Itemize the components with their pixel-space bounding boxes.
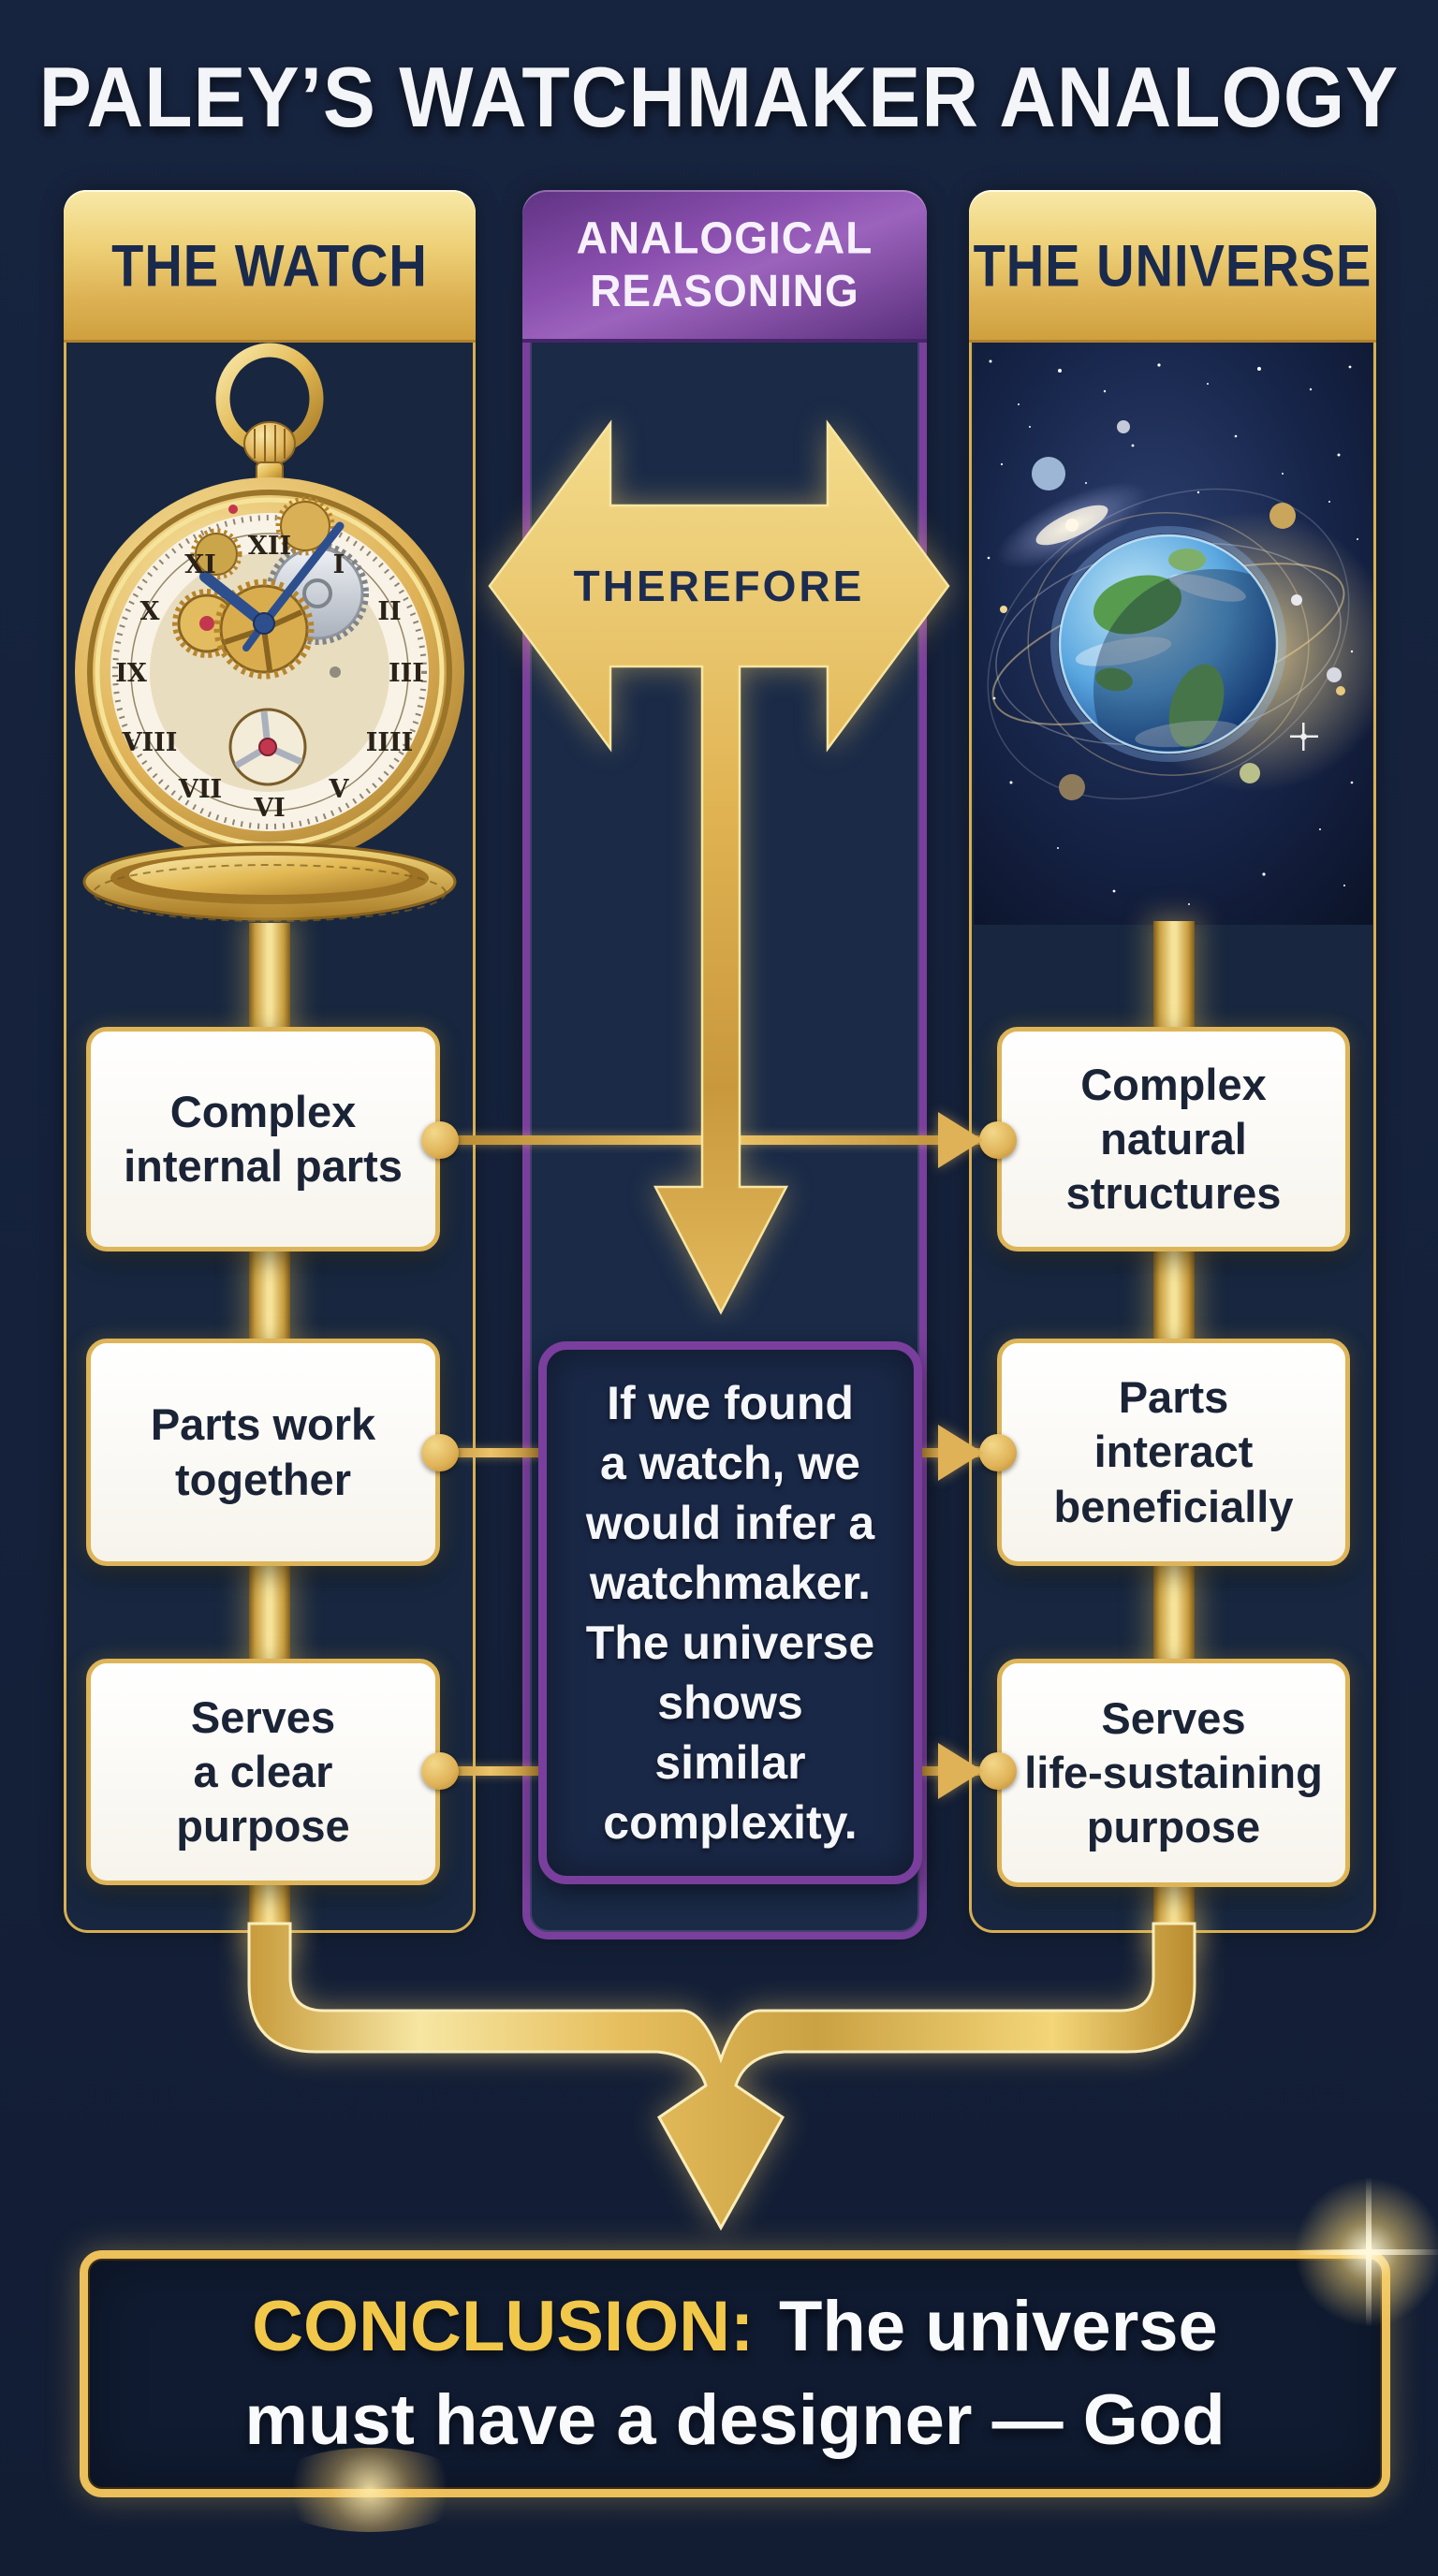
connector-line-row3-left [440,1766,541,1776]
therefore-label: THEREFORE [574,562,865,610]
watch-open-lid-icon [82,842,457,922]
connector-line-row2-left [440,1448,541,1457]
connector-dot [979,1434,1017,1471]
connector-arrowhead-icon [938,1425,983,1481]
universe-feature-2-label: Parts interact beneficially [1053,1372,1294,1531]
svg-text:VIII: VIII [122,728,178,757]
watch-feature-box-3: Serves a clear purpose [86,1659,440,1885]
page-title: PALEY’S WATCHMAKER ANALOGY [38,50,1400,145]
universe-feature-1-label: Complex natural structures [1065,1059,1282,1219]
svg-text:I: I [333,550,345,579]
watch-feature-3-label: Serves a clear purpose [176,1691,350,1852]
universe-feature-box-1: Complex natural structures [997,1027,1350,1251]
planet-icons [1000,420,1345,800]
merge-down-arrow-shape [247,1922,1196,2232]
header-the-watch: THE WATCH [64,190,476,343]
header-analogical-reasoning: ANALOGICAL REASONING [522,190,927,343]
connector-dot [421,1434,459,1471]
universe-feature-3-label: Serves life-sustaining purpose [1024,1692,1323,1852]
svg-text:VII: VII [178,775,222,804]
conclusion-label: CONCLUSION: [252,2286,755,2366]
svg-text:II: II [377,597,401,626]
connector-dot [421,1752,459,1790]
header-the-universe: THE UNIVERSE [969,190,1376,343]
svg-text:IX: IX [115,659,147,688]
galaxy-icon [996,481,1148,569]
header-the-universe-label: THE UNIVERSE [973,231,1372,299]
conclusion-statement: CONCLUSION:The universe must have a desi… [200,2280,1269,2468]
connector-dot [979,1121,1017,1159]
star-field [987,359,1358,905]
universe-feature-box-2: Parts interact beneficially [997,1339,1350,1566]
connector-dot [421,1121,459,1159]
therefore-arrow: THEREFORE [488,419,950,1315]
svg-text:VI: VI [253,794,286,823]
connector-dot [979,1752,1017,1790]
header-analogical-reasoning-label: ANALOGICAL REASONING [576,212,873,317]
svg-text:XII: XII [248,532,291,561]
reasoning-box-text: If we found a watch, we would infer a wa… [585,1377,875,1849]
svg-text:X: X [140,597,160,626]
connector-arrowhead-icon [938,1743,983,1799]
svg-text:V: V [329,775,350,804]
watch-feature-box-1: Complex internal parts [86,1027,440,1251]
watch-bow-icon [215,343,324,482]
watch-dial-numerals: XII I II III IIII V VI VII VIII IX X XI [115,532,424,823]
reasoning-box: If we found a watch, we would infer a wa… [538,1341,922,1884]
watch-feature-box-2: Parts work together [86,1339,440,1566]
svg-text:IIII: IIII [366,728,414,757]
universe-feature-box-3: Serves life-sustaining purpose [997,1659,1350,1887]
watch-hands-icon [199,521,345,651]
watch-feature-1-label: Complex internal parts [124,1086,403,1191]
therefore-arrow-shape [488,419,950,1315]
conclusion-box: CONCLUSION:The universe must have a desi… [80,2250,1390,2497]
earth-cosmos-illustration [974,343,1372,925]
svg-text:XI: XI [184,550,216,579]
svg-text:III: III [389,659,424,688]
pocket-watch-illustration: XII I II III IIII V VI VII VIII IX X XI [75,343,464,922]
watch-feature-2-label: Parts work together [150,1399,376,1504]
star-sparkle-icon [1290,723,1318,751]
merge-down-arrow [247,1922,1196,2232]
conclusion-text: The universe must have a designer — God [244,2286,1225,2460]
header-the-watch-label: THE WATCH [111,231,428,299]
connector-arrowhead-icon [938,1112,983,1168]
